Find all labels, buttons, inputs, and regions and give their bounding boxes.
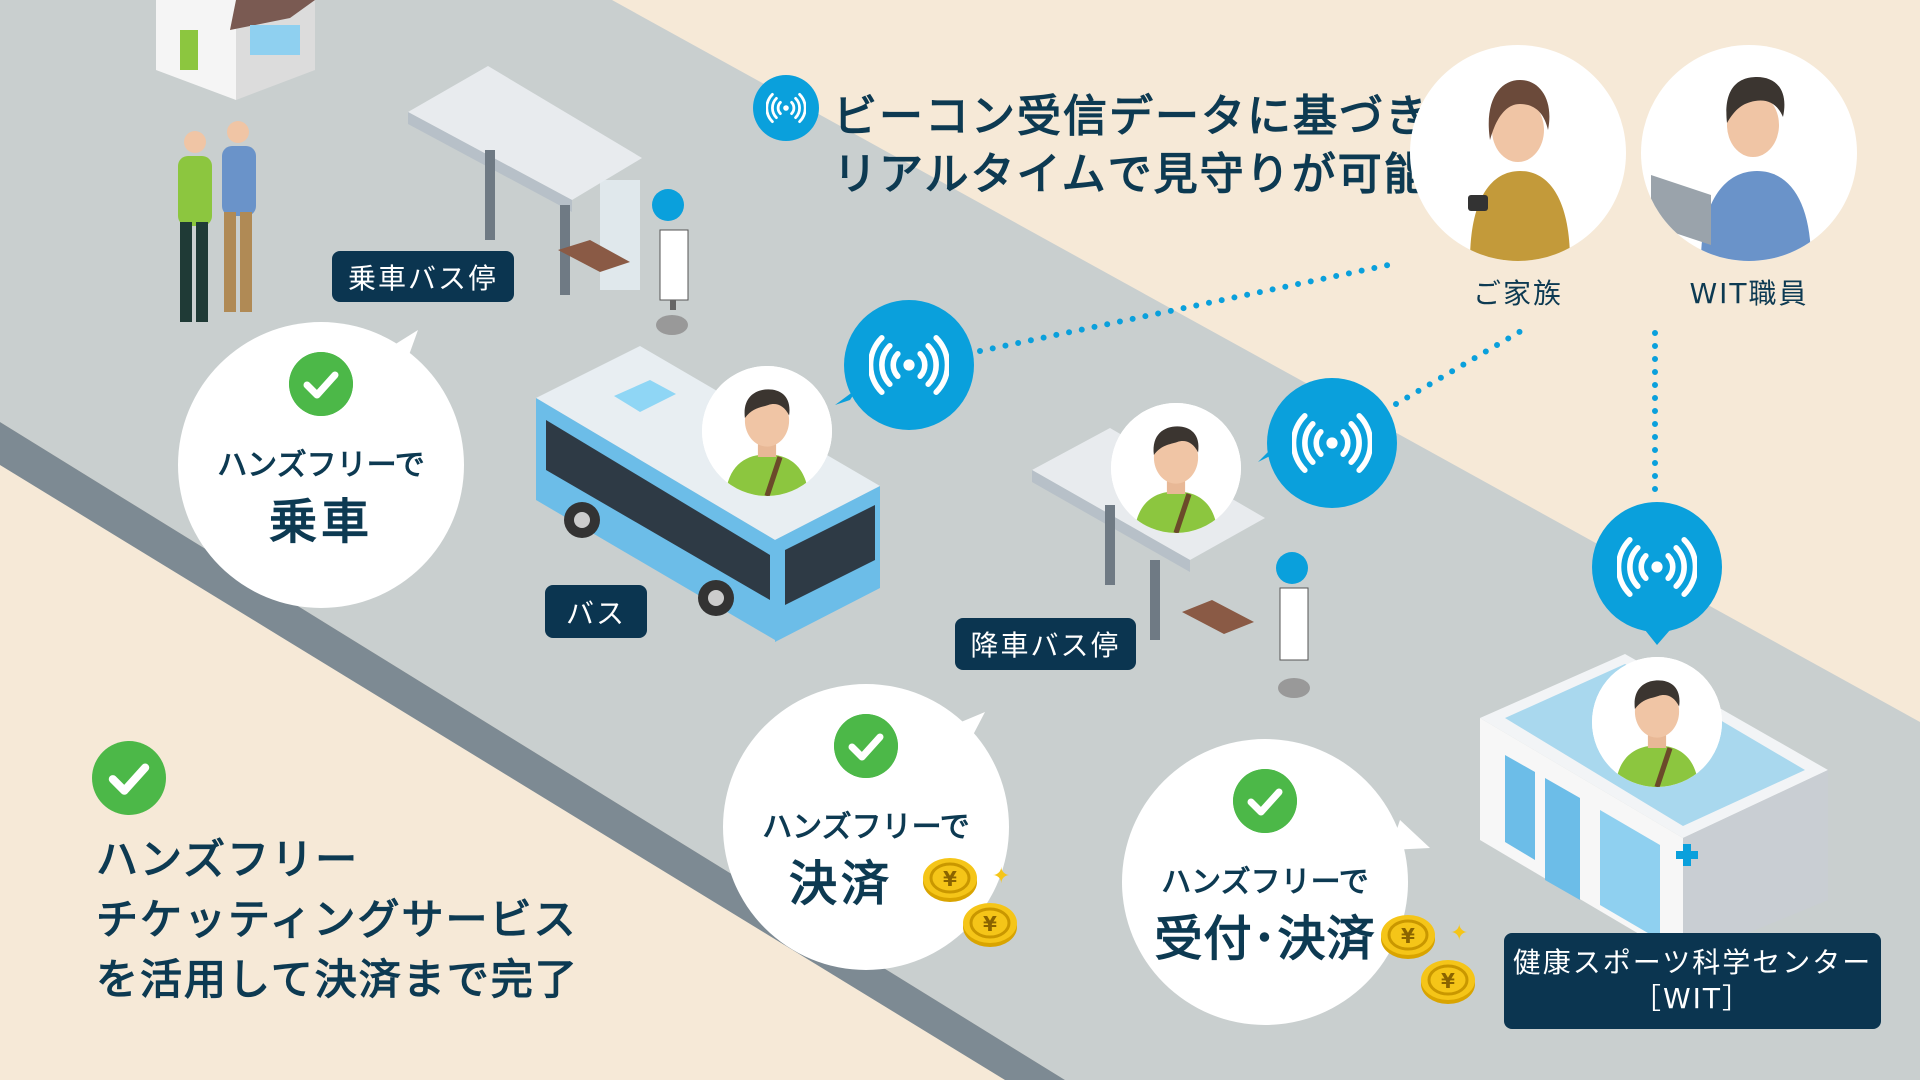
beacon-bus-stop — [1267, 378, 1397, 508]
bubble-small-text: ハンズフリーで — [1161, 865, 1369, 900]
passenger-on-bus-avatar — [702, 366, 832, 496]
wit-label: 健康スポーツ科学センター ［WIT］ — [1504, 933, 1881, 1029]
beacon-connection-lines — [977, 260, 1658, 499]
wit-label-line2: ［WIT］ — [1632, 982, 1753, 1015]
family-avatar — [1410, 45, 1626, 261]
person-avatar-icon — [702, 366, 832, 496]
check-circle-icon — [834, 714, 898, 778]
svg-text:✦: ✦ — [992, 864, 1010, 889]
beacon-signal-icon — [844, 300, 974, 430]
summary-line1: ハンズフリー — [96, 835, 360, 884]
pedestrians-illustration — [178, 121, 256, 322]
beacon-bus — [844, 300, 974, 430]
beacon-icon — [753, 75, 819, 141]
staff-person-icon — [1651, 77, 1811, 261]
alighting-stop-label: 降車バス停 — [955, 618, 1136, 670]
house-illustration — [156, 0, 315, 100]
headline-line2: リアルタイムで見守りが可能 — [833, 149, 1430, 200]
check-circle-icon — [289, 352, 353, 416]
bus-label: バス — [545, 585, 647, 638]
reception-payment-bubble: ハンズフリーで 受付･決済 — [1122, 739, 1408, 1025]
bubble-small-text: ハンズフリーで — [217, 448, 425, 483]
bubble-small-text: ハンズフリーで — [762, 810, 970, 845]
summary-line2: チケッティングサービス — [96, 895, 578, 944]
wit-label-line1: 健康スポーツ科学センター — [1512, 945, 1873, 979]
wit-staff-avatar — [1641, 45, 1857, 261]
headline-line1: ビーコン受信データに基づき — [833, 91, 1431, 142]
payment-bubble: ハンズフリーで 決済 — [723, 684, 1009, 970]
yen-coin-icon: ✦ — [921, 856, 1019, 949]
passenger-at-stop-avatar — [1111, 403, 1241, 533]
passenger-at-wit-avatar — [1592, 657, 1722, 787]
beacon-signal-icon — [1592, 502, 1722, 632]
beacon-signal-icon — [1267, 378, 1397, 508]
person-avatar-icon — [1111, 403, 1241, 533]
bubble-big-text: 受付･決済 — [1154, 911, 1376, 967]
family-person-icon — [1468, 80, 1570, 261]
bubble-big-text: 乗車 — [268, 494, 373, 550]
beacon-wit — [1592, 502, 1722, 632]
check-circle-icon — [92, 741, 166, 815]
summary-line3: を活用して決済まで完了 — [96, 955, 579, 1004]
wit-staff-label: WIT職員 — [1689, 277, 1809, 310]
person-avatar-icon — [1592, 657, 1722, 787]
yen-coin-icon: ✦ — [1379, 913, 1477, 1006]
boarding-bus-stop-illustration — [408, 66, 689, 335]
family-label: ご家族 — [1472, 277, 1564, 310]
check-circle-icon — [1233, 769, 1297, 833]
boarding-bubble: ハンズフリーで 乗車 — [178, 322, 464, 608]
svg-text:✦: ✦ — [1450, 921, 1468, 946]
boarding-stop-label: 乗車バス停 — [332, 251, 514, 302]
bubble-big-text: 決済 — [788, 856, 893, 912]
